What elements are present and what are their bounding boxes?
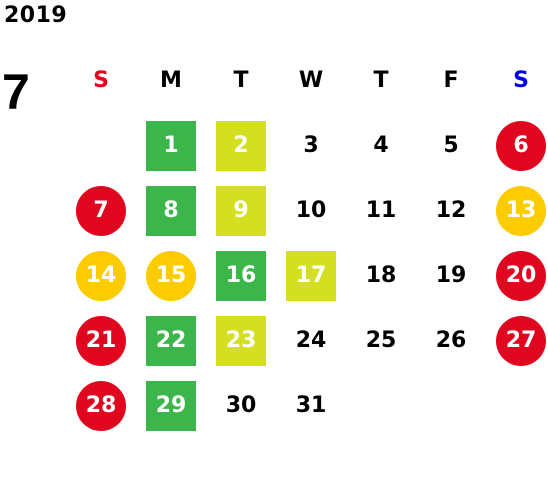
calendar-day-cell[interactable]: 3 <box>276 113 346 178</box>
weekday-header-thursday: T <box>346 48 416 113</box>
day-number-red-circle: 21 <box>76 315 126 366</box>
weekday-header-saturday: S <box>486 48 548 113</box>
calendar-day-cell[interactable]: 19 <box>416 243 486 308</box>
calendar-day-cell[interactable]: 18 <box>346 243 416 308</box>
day-number-green-square: 29 <box>146 380 196 431</box>
calendar-day-cell[interactable]: 27 <box>486 308 548 373</box>
calendar-day-cell[interactable]: 26 <box>416 308 486 373</box>
day-number-red-circle: 6 <box>496 120 546 171</box>
day-number-red-circle: 28 <box>76 380 126 431</box>
day-number-plain: 10 <box>295 197 327 223</box>
calendar-day-cell[interactable]: 7 <box>66 178 136 243</box>
calendar-day-cell[interactable]: 21 <box>66 308 136 373</box>
calendar-day-cell[interactable]: 6 <box>486 113 548 178</box>
calendar-day-cell[interactable]: 12 <box>416 178 486 243</box>
day-number-lime-square: 23 <box>216 315 266 366</box>
year-label: 2019 <box>4 3 68 28</box>
calendar-day-cell[interactable]: 15 <box>136 243 206 308</box>
day-number-lime-square: 17 <box>286 250 336 301</box>
weekday-header-tuesday: T <box>206 48 276 113</box>
calendar-day-cell[interactable]: 25 <box>346 308 416 373</box>
weekday-header-monday: M <box>136 48 206 113</box>
weekday-label: M <box>160 67 182 93</box>
weekday-header-sunday: S <box>66 48 136 113</box>
weekday-header-wednesday: W <box>276 48 346 113</box>
day-number-red-circle: 7 <box>76 185 126 236</box>
weekday-header-friday: F <box>416 48 486 113</box>
weekday-label: T <box>233 67 249 93</box>
calendar-day-cell[interactable]: 22 <box>136 308 206 373</box>
calendar-day-cell[interactable]: 20 <box>486 243 548 308</box>
day-number-plain: 24 <box>295 327 327 353</box>
calendar-day-cell[interactable]: 10 <box>276 178 346 243</box>
calendar-day-cell[interactable]: 31 <box>276 373 346 438</box>
day-number-plain: 26 <box>435 327 467 353</box>
day-number-green-square: 8 <box>146 185 196 236</box>
calendar-day-cell[interactable]: 5 <box>416 113 486 178</box>
day-number-green-square: 1 <box>146 120 196 171</box>
calendar-day-cell[interactable]: 1 <box>136 113 206 178</box>
day-number-green-square: 16 <box>216 250 266 301</box>
calendar-day-cell[interactable]: 17 <box>276 243 346 308</box>
calendar-day-cell[interactable]: 14 <box>66 243 136 308</box>
day-number-yellow-circle: 13 <box>496 185 546 236</box>
calendar-day-cell[interactable]: 4 <box>346 113 416 178</box>
calendar-day-cell[interactable]: 23 <box>206 308 276 373</box>
day-number-plain: 4 <box>373 132 389 158</box>
day-number-yellow-circle: 15 <box>146 250 196 301</box>
day-number-plain: 18 <box>365 262 397 288</box>
weekday-label: W <box>298 67 324 93</box>
day-number-plain: 25 <box>365 327 397 353</box>
day-number-red-circle: 27 <box>496 315 546 366</box>
day-number-red-circle: 20 <box>496 250 546 301</box>
weekday-label: T <box>373 67 389 93</box>
day-number-plain: 5 <box>443 132 459 158</box>
calendar-day-cell[interactable]: 11 <box>346 178 416 243</box>
day-number-plain: 12 <box>435 197 467 223</box>
calendar-day-cell[interactable]: 24 <box>276 308 346 373</box>
calendar-day-cell[interactable]: 30 <box>206 373 276 438</box>
calendar-day-cell[interactable]: 28 <box>66 373 136 438</box>
day-number-plain: 31 <box>295 392 327 418</box>
day-number-plain: 30 <box>225 392 257 418</box>
month-number: 7 <box>2 64 30 120</box>
day-number-plain: 3 <box>303 132 319 158</box>
day-number-plain: 11 <box>365 197 397 223</box>
day-number-green-square: 22 <box>146 315 196 366</box>
calendar-day-cell[interactable]: 8 <box>136 178 206 243</box>
day-number-yellow-circle: 14 <box>76 250 126 301</box>
day-number-lime-square: 2 <box>216 120 266 171</box>
calendar-day-cell[interactable]: 9 <box>206 178 276 243</box>
calendar-day-cell[interactable]: 29 <box>136 373 206 438</box>
day-number-plain: 19 <box>435 262 467 288</box>
day-number-lime-square: 9 <box>216 185 266 236</box>
calendar-day-cell[interactable]: 13 <box>486 178 548 243</box>
calendar-day-cell[interactable]: 2 <box>206 113 276 178</box>
weekday-label: S <box>513 67 529 93</box>
calendar-day-cell[interactable]: 16 <box>206 243 276 308</box>
weekday-label: F <box>443 67 459 93</box>
weekday-label: S <box>93 67 109 93</box>
